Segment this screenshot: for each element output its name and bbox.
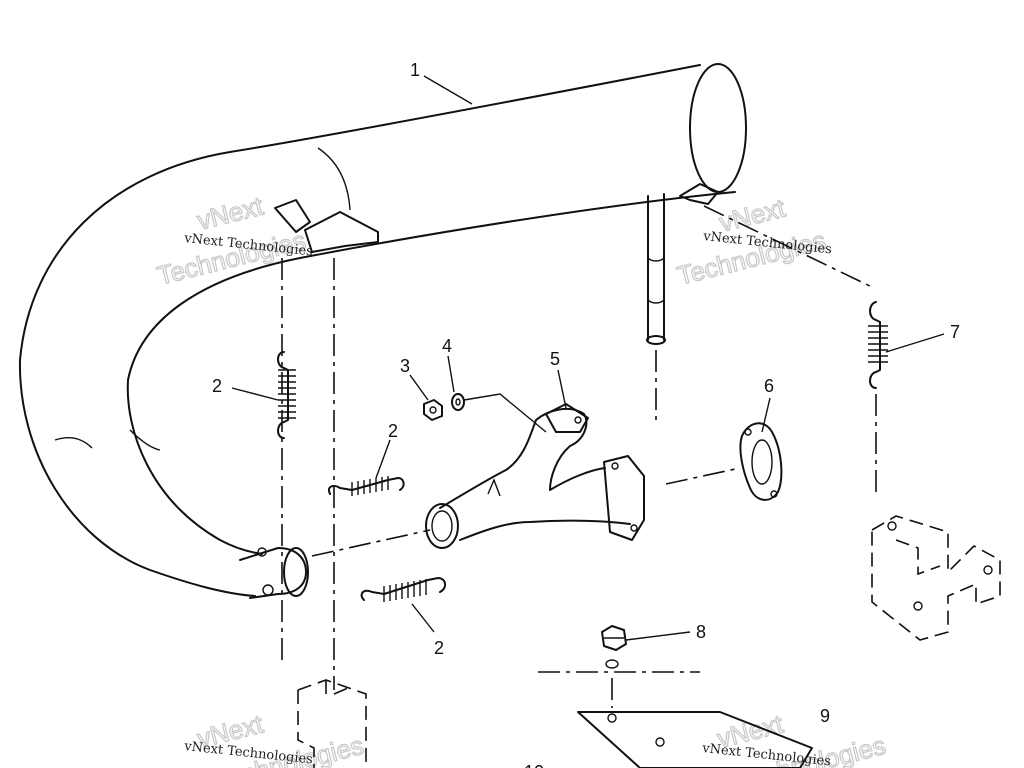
leader-lines [231,75,945,641]
callout-7: 7 [950,322,960,342]
callout-9: 9 [820,706,830,726]
watermark-word: Technologies [154,225,309,291]
callout-4: 4 [442,336,452,356]
mounting-bracket-plate [577,711,813,768]
frame-bracket-right [871,515,1001,641]
callout-6: 6 [764,376,774,396]
callout-5: 5 [550,349,560,369]
callout-10: 10 [524,762,544,768]
callout-2-bottom: 2 [434,638,444,658]
watermark-bottom-left: vNext Technologies vNext Technologies [183,708,368,768]
spring-left-vertical [277,351,296,439]
watermark-word: vNext [194,190,266,235]
callout-labels: 1 2 2 2 3 4 5 6 7 8 9 10 [212,60,960,768]
callout-2-left: 2 [212,376,222,396]
spring-right-vertical [868,301,888,389]
callout-1: 1 [410,60,420,80]
y-pipe-manifold [425,403,645,549]
callout-2-center: 2 [388,421,398,441]
hex-nut [601,625,627,669]
callout-8: 8 [696,622,706,642]
spring-center-upper [328,476,405,496]
nut-and-washer [423,393,547,433]
frame-bracket-left [297,679,367,768]
assembly-centerlines [281,205,877,708]
watermark-bottom-right: vNext Technologies vNext Technologies [701,708,890,768]
muffler-assembly [18,63,747,599]
watermark-top-right: vNext Technologies vNext Technologies [674,192,833,292]
callout-3: 3 [400,356,410,376]
exhaust-gasket [739,422,783,501]
spring-center-lower [360,577,446,602]
